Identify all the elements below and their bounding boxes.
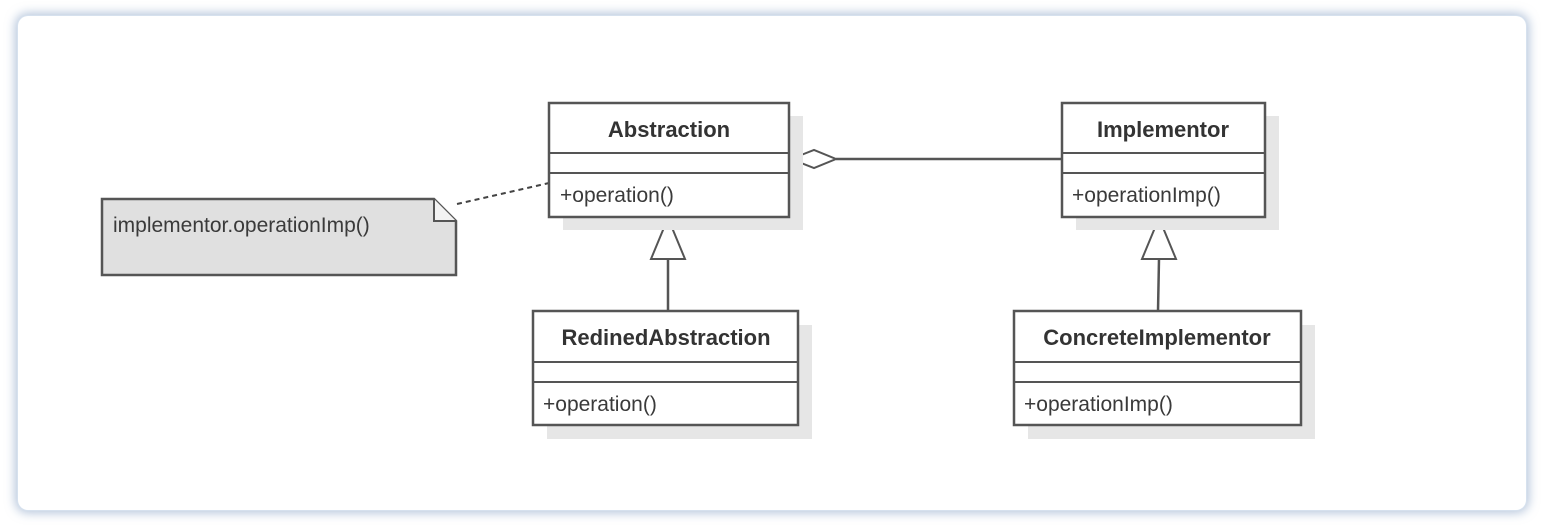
class-refined-abstraction-name: RedinedAbstraction <box>561 325 770 350</box>
note-connector <box>456 182 550 205</box>
note-body <box>100 197 458 277</box>
class-implementor-name: Implementor <box>1097 117 1229 142</box>
class-implementor[interactable]: Implementor +operationImp() <box>1060 101 1279 230</box>
generalization-arrow-implementor <box>1140 215 1178 260</box>
aggregation-diamond <box>788 148 839 170</box>
note-fold-corner <box>433 199 456 222</box>
class-concrete-implementor-name: ConcreteImplementor <box>1043 325 1271 350</box>
class-refined-abstraction-operation: +operation() <box>543 393 657 416</box>
generalization-line-implementor <box>1156 258 1161 312</box>
class-abstraction-operation: +operation() <box>560 184 674 207</box>
note-text: implementor.operationImp() <box>113 214 370 237</box>
class-abstraction-name: Abstraction <box>608 117 730 142</box>
class-refined-abstraction[interactable]: RedinedAbstraction +operation() <box>531 309 812 439</box>
note[interactable]: implementor.operationImp() <box>100 197 458 277</box>
class-concrete-implementor-operation: +operationImp() <box>1024 393 1173 416</box>
class-abstraction[interactable]: Abstraction +operation() <box>547 101 803 230</box>
generalization-arrow-abstraction <box>649 215 687 260</box>
class-concrete-implementor[interactable]: ConcreteImplementor +operationImp() <box>1012 309 1315 439</box>
class-implementor-operation: +operationImp() <box>1072 184 1221 207</box>
